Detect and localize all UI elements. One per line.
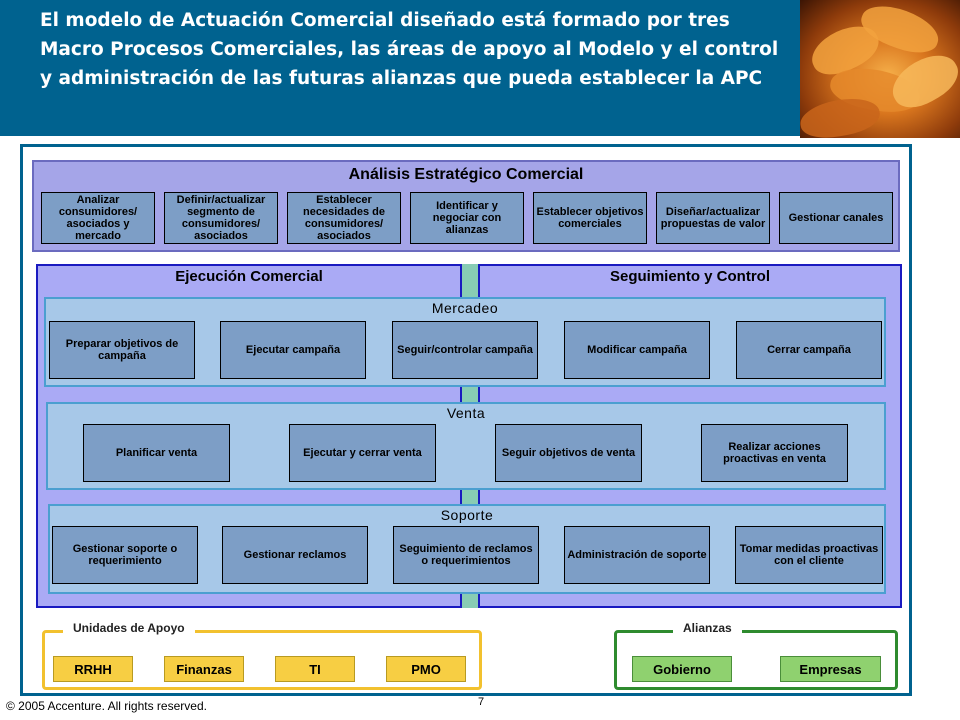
mercadeo-box: Seguir/controlar campaña: [392, 321, 538, 379]
slide-title: El modelo de Actuación Comercial diseñad…: [40, 10, 779, 89]
analisis-box: Analizar consumidores/ asociados y merca…: [41, 192, 155, 244]
alianzas-title: Alianzas: [673, 621, 742, 635]
hands-photo: [800, 0, 960, 138]
unidades-title: Unidades de Apoyo: [63, 621, 195, 635]
venta-box: Ejecutar y cerrar venta: [289, 424, 436, 482]
venta-title: Venta: [446, 405, 486, 421]
seguimiento-title: Seguimiento y Control: [609, 268, 770, 285]
alianza-chip-empresas: Empresas: [780, 656, 881, 682]
soporte-box: Seguimiento de reclamos o requerimientos: [393, 526, 539, 584]
soporte-box: Gestionar reclamos: [222, 526, 368, 584]
alianzas-group: Alianzas: [614, 621, 898, 690]
analisis-box: Definir/actualizar segmento de consumido…: [164, 192, 278, 244]
unidad-chip-finanzas: Finanzas: [164, 656, 244, 682]
mercadeo-box: Cerrar campaña: [736, 321, 882, 379]
analisis-box: Identificar y negociar con alianzas: [410, 192, 524, 244]
analisis-title: Análisis Estratégico Comercial: [348, 166, 584, 183]
unidad-chip-pmo: PMO: [386, 656, 466, 682]
soporte-title: Soporte: [440, 507, 494, 523]
soporte-box: Administración de soporte: [564, 526, 710, 584]
mercadeo-title: Mercadeo: [431, 300, 499, 316]
analisis-box: Diseñar/actualizar propuestas de valor: [656, 192, 770, 244]
venta-box: Planificar venta: [83, 424, 230, 482]
analisis-box: Gestionar canales: [779, 192, 893, 244]
soporte-box: Gestionar soporte o requerimiento: [52, 526, 198, 584]
soporte-box: Tomar medidas proactivas con el cliente: [735, 526, 883, 584]
venta-box: Realizar acciones proactivas en venta: [701, 424, 848, 482]
mercadeo-box: Preparar objetivos de campaña: [49, 321, 195, 379]
unidad-chip-rrhh: RRHH: [53, 656, 133, 682]
page-number: 7: [478, 696, 485, 708]
copyright-text: © 2005 Accenture. All rights reserved.: [6, 699, 207, 713]
mercadeo-box: Ejecutar campaña: [220, 321, 366, 379]
venta-box: Seguir objetivos de venta: [495, 424, 642, 482]
analisis-box: Establecer necesidades de consumidores/ …: [287, 192, 401, 244]
unidad-chip-ti: TI: [275, 656, 355, 682]
mercadeo-box: Modificar campaña: [564, 321, 710, 379]
analisis-box: Establecer objetivos comerciales: [533, 192, 647, 244]
ejecucion-title: Ejecución Comercial: [175, 268, 323, 285]
alianza-chip-gobierno: Gobierno: [632, 656, 732, 682]
unidades-apoyo-group: Unidades de Apoyo: [42, 621, 482, 690]
